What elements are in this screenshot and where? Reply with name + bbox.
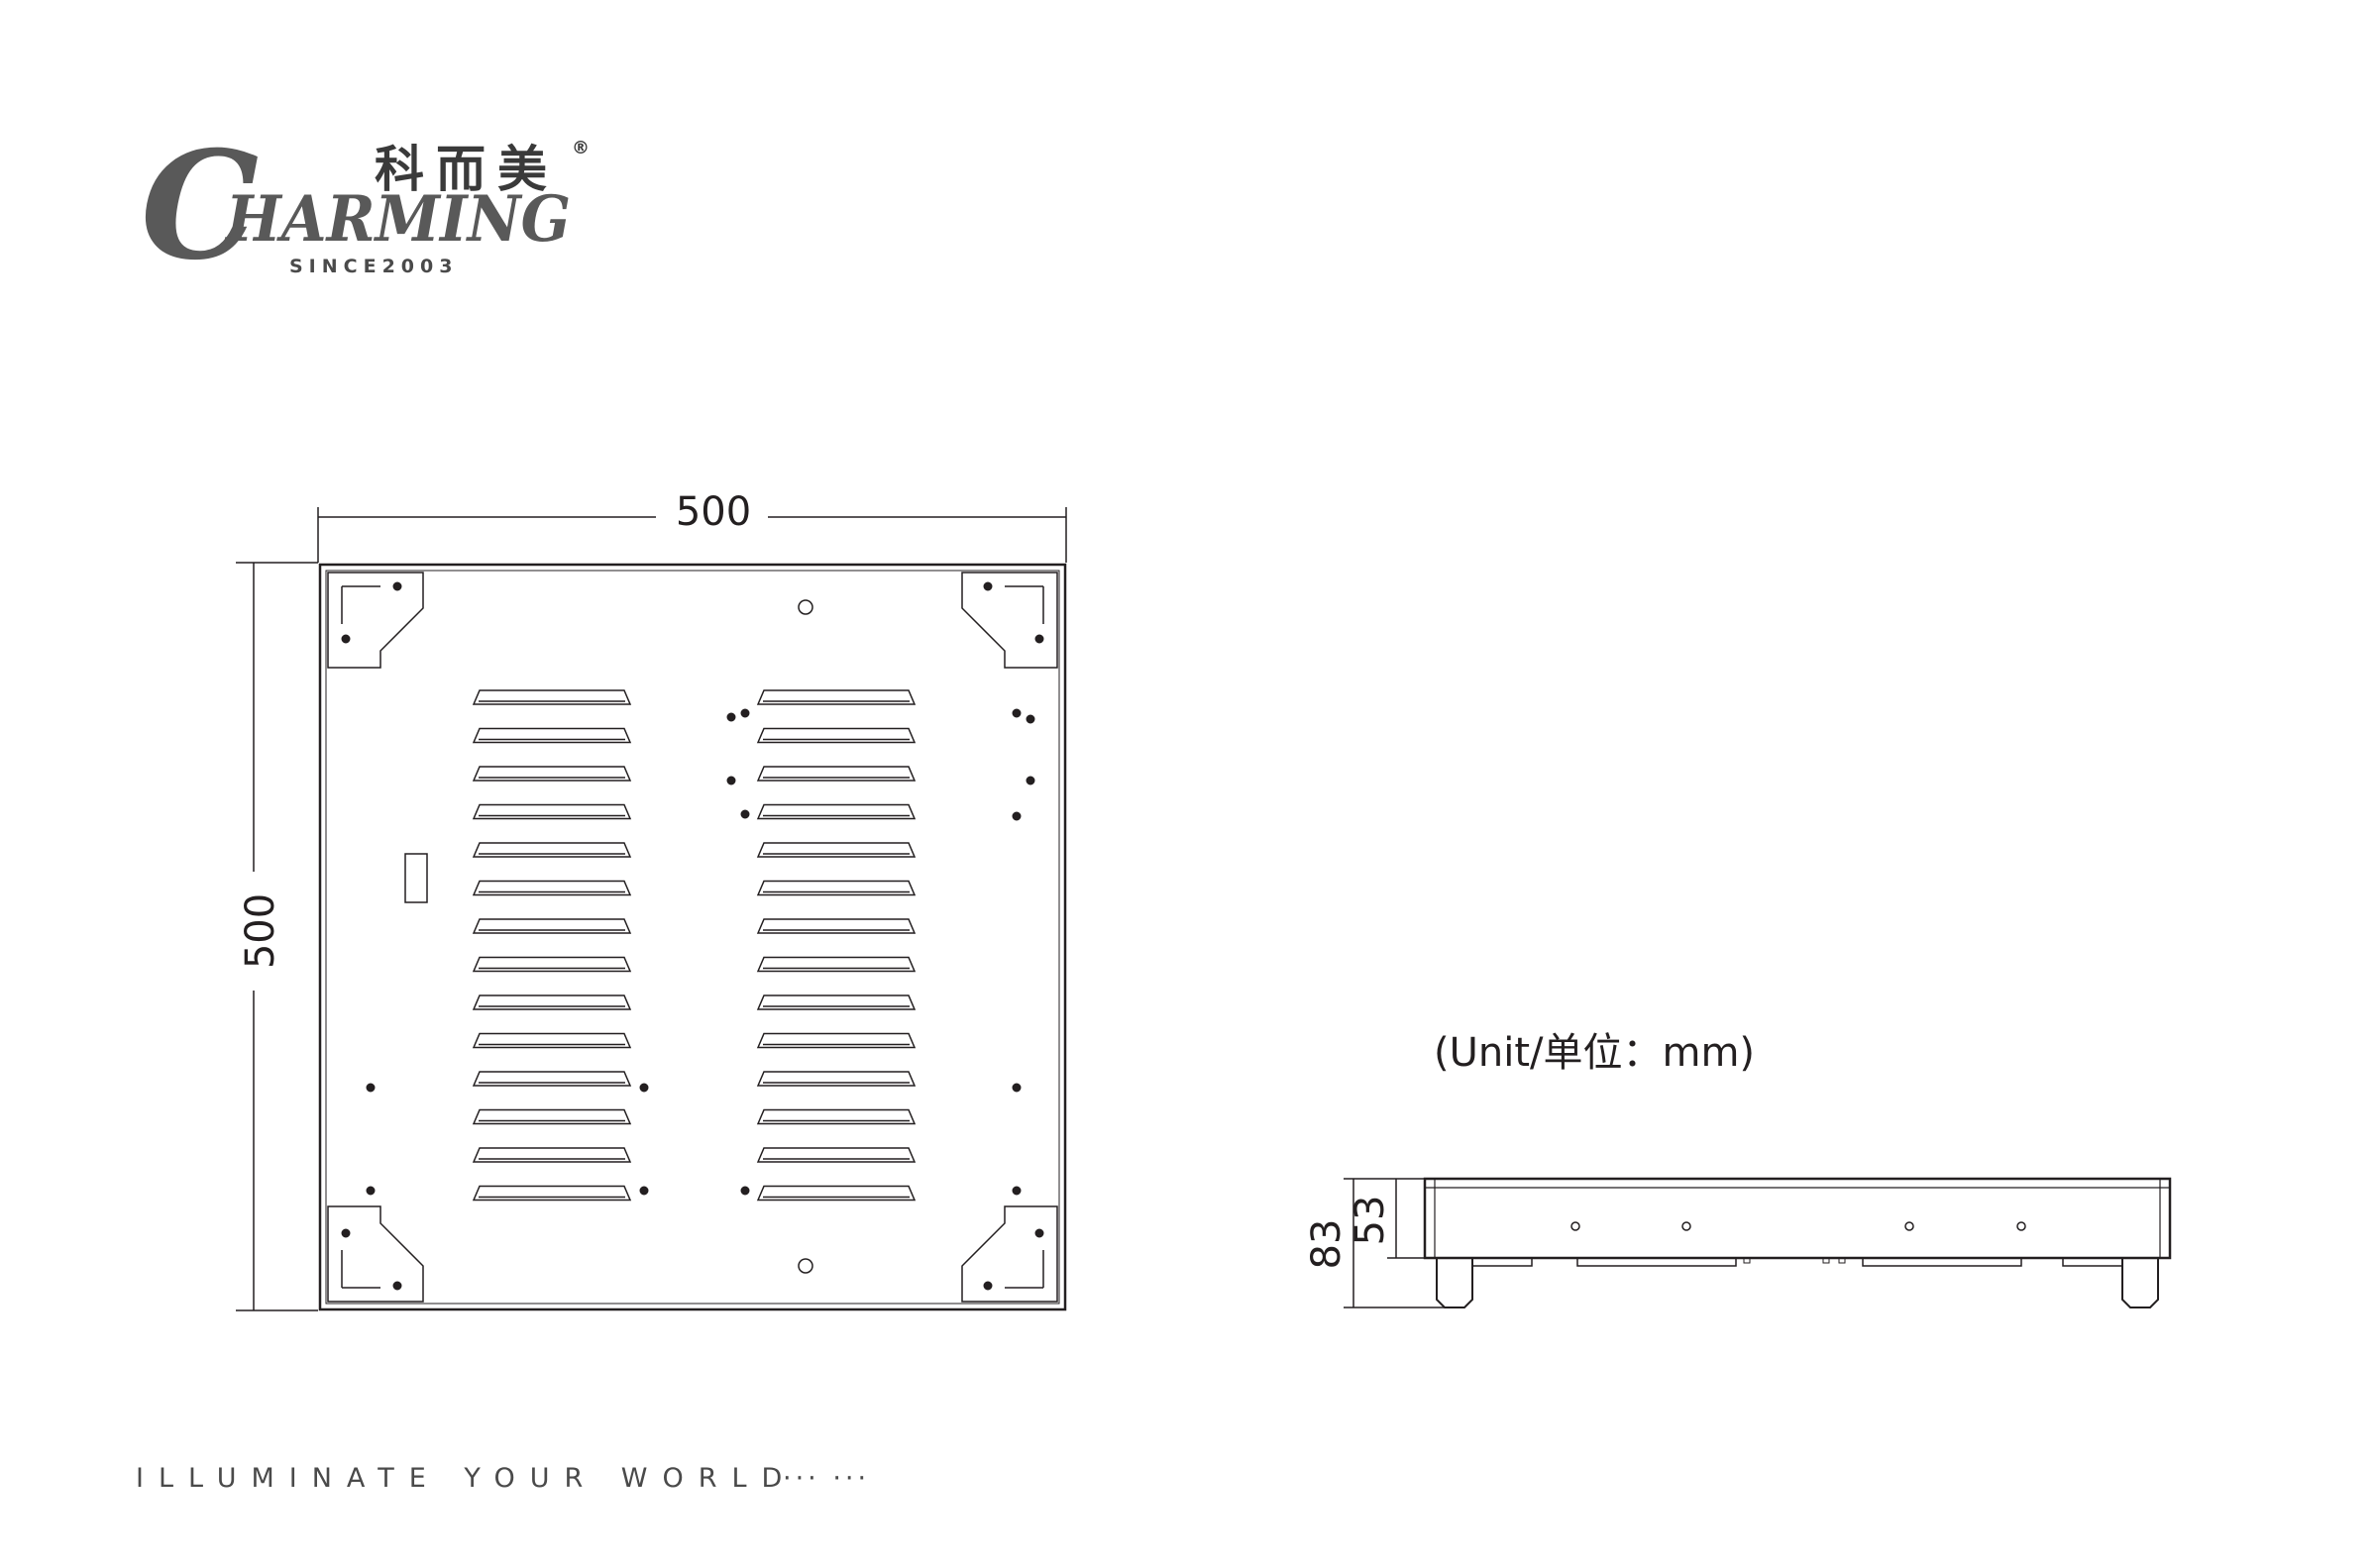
footer-tagline: ILLUMINATE YOUR WORLD <box>136 1463 797 1494</box>
screw-hole-4 <box>1034 634 1044 644</box>
corner-bracket-bottom-left <box>327 1205 424 1303</box>
corner-bracket-top-right <box>961 572 1058 669</box>
side-center-clip-b <box>1838 1257 1846 1264</box>
side-small-bracket-left <box>1471 1257 1533 1267</box>
side-screws <box>1570 1221 2026 1231</box>
screw-hole-14 <box>1026 776 1035 785</box>
screw-hole-22 <box>740 1186 750 1196</box>
vent-slot-left-7 <box>472 918 632 934</box>
vent-slot-left-3 <box>472 766 632 782</box>
vent-slot-right-6 <box>756 880 917 896</box>
side-screw-4 <box>2016 1221 2026 1231</box>
vent-slot-left-12 <box>472 1108 632 1125</box>
top-view-height-label: 500 <box>238 893 283 969</box>
vent-slot-left-8 <box>472 956 632 973</box>
screw-hole-5 <box>341 1228 351 1238</box>
vent-column-right <box>756 689 917 1202</box>
logo-chinese-name: 科而美 <box>375 141 559 198</box>
side-body <box>1423 1177 2172 1260</box>
side-view-body-height-label: 53 <box>1348 1196 1393 1246</box>
top-view-width-label: 500 <box>676 489 751 535</box>
vent-slot-left-14 <box>472 1185 632 1202</box>
vent-slot-right-9 <box>756 994 917 1010</box>
vent-slot-left-9 <box>472 994 632 1010</box>
vent-column-left <box>472 689 632 1202</box>
logo-since: SINCE2003 <box>289 256 458 277</box>
screw-hole-8 <box>983 1281 993 1291</box>
brand-logo: C HARMING 科而美 ® SINCE2003 <box>141 119 590 293</box>
side-view <box>1344 1177 2172 1308</box>
vent-slot-right-2 <box>756 727 917 744</box>
screw-hole-20 <box>366 1186 376 1196</box>
label-plate <box>404 853 428 903</box>
vent-slot-left-2 <box>472 727 632 744</box>
panel-outline <box>318 563 1067 1311</box>
vent-slot-right-11 <box>756 1071 917 1087</box>
vent-slot-left-6 <box>472 880 632 896</box>
screw-hole-16 <box>1012 811 1022 821</box>
panel-inner-edge <box>325 570 1060 1305</box>
screw-hole-1 <box>392 581 402 591</box>
screw-hole-12 <box>1026 714 1035 724</box>
screw-hole-11 <box>1012 708 1022 718</box>
vent-slot-right-1 <box>756 689 917 705</box>
side-view-total-height-label: 83 <box>1304 1219 1350 1270</box>
side-screw-1 <box>1570 1221 1580 1231</box>
vent-slot-left-11 <box>472 1071 632 1087</box>
vent-slot-left-1 <box>472 689 632 705</box>
screw-hole-3 <box>983 581 993 591</box>
logo-initial: C <box>141 119 259 293</box>
vent-slot-right-14 <box>756 1185 917 1202</box>
screw-hole-9 <box>726 712 736 722</box>
screw-hole-18 <box>639 1083 649 1093</box>
screw-holes <box>341 581 1044 1291</box>
top-view <box>236 507 1067 1311</box>
vent-slot-left-4 <box>472 803 632 820</box>
screw-hole-10 <box>740 708 750 718</box>
unit-note: (Unit/单位：mm) <box>1434 1030 1755 1076</box>
screw-hole-13 <box>726 776 736 785</box>
handle-hole-top <box>798 599 813 615</box>
vent-slot-right-13 <box>756 1147 917 1163</box>
vent-slot-right-4 <box>756 803 917 820</box>
side-small-bracket-right <box>2062 1257 2123 1267</box>
side-leg-left <box>1436 1258 1473 1308</box>
vent-slot-right-5 <box>756 842 917 858</box>
logo-registered-mark: ® <box>572 138 590 158</box>
screw-hole-2 <box>341 634 351 644</box>
side-screw-3 <box>1904 1221 1914 1231</box>
vent-slot-right-3 <box>756 766 917 782</box>
side-center-clip-a <box>1822 1257 1830 1264</box>
vent-slot-right-10 <box>756 1032 917 1049</box>
screw-hole-15 <box>740 809 750 819</box>
logo-name-rest: HARMING <box>224 182 571 257</box>
side-center-clip-c <box>1743 1257 1751 1264</box>
corner-bracket-top-left <box>327 572 424 669</box>
handle-hole-bottom <box>798 1258 813 1274</box>
side-bottom-rail-right <box>1862 1258 2022 1267</box>
vent-slot-left-13 <box>472 1147 632 1163</box>
footer-dots: ··· ··· <box>783 1463 870 1494</box>
vent-slot-right-12 <box>756 1108 917 1125</box>
vent-slot-right-8 <box>756 956 917 973</box>
screw-hole-6 <box>392 1281 402 1291</box>
screw-hole-17 <box>366 1083 376 1093</box>
vent-slot-left-10 <box>472 1032 632 1049</box>
screw-hole-19 <box>1012 1083 1022 1093</box>
vent-slot-right-7 <box>756 918 917 934</box>
side-leg-right <box>2121 1258 2159 1308</box>
side-bottom-rail-left <box>1576 1258 1737 1267</box>
side-screw-2 <box>1681 1221 1691 1231</box>
screw-hole-7 <box>1034 1228 1044 1238</box>
corner-bracket-bottom-right <box>961 1205 1058 1303</box>
vent-slot-left-5 <box>472 842 632 858</box>
screw-hole-21 <box>639 1186 649 1196</box>
screw-hole-23 <box>1012 1186 1022 1196</box>
